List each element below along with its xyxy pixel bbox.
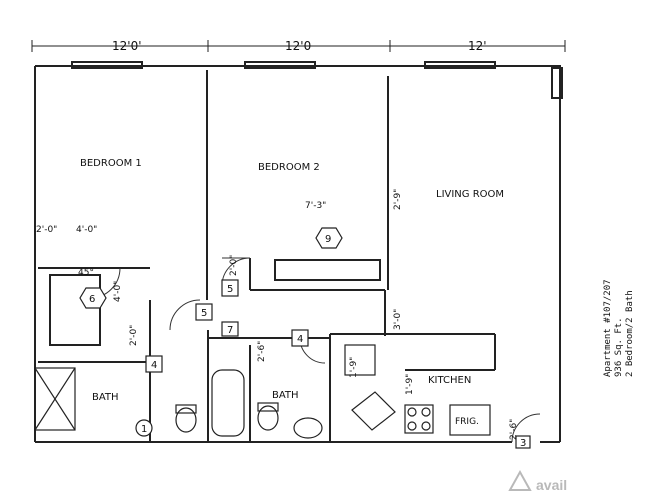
avail-logo-icon	[508, 469, 532, 491]
sink-icon	[293, 417, 323, 439]
bathtub-icon	[211, 369, 245, 437]
dimension-label: 2'-0"	[129, 325, 139, 346]
dimension-label: 1'-9"	[349, 357, 359, 378]
stove-icon	[404, 404, 434, 434]
square-footage: 936 Sq. Ft.	[614, 317, 624, 377]
dimension-label: 2'-9"	[393, 189, 403, 210]
fridge-label: FRIG.	[455, 417, 479, 427]
dimension-label: 1'-9"	[405, 374, 415, 395]
interior-walls	[38, 70, 496, 442]
dimension-label: 4'-0"	[113, 281, 123, 302]
dimension-line	[31, 40, 566, 52]
dimension-label: 3'-0"	[393, 309, 403, 330]
watermark: avail	[496, 464, 646, 500]
watermark-text: avail	[536, 477, 567, 493]
callout-tag: 6	[89, 294, 95, 305]
fixtures	[34, 344, 491, 439]
cabinet-icon	[344, 344, 376, 376]
sink-icon	[351, 391, 396, 431]
dimension-label: 4'-0"	[76, 225, 97, 235]
dimension-label: 7'-3"	[305, 201, 326, 211]
callout-tag: 9	[325, 234, 331, 245]
callout-tags	[79, 227, 531, 449]
callout-tag: 1	[141, 424, 147, 435]
bed-bath-count: 2 Bedroom/2 Bath	[625, 290, 635, 377]
room-label-bedroom-1: BEDROOM 1	[80, 158, 142, 169]
fridge-icon	[449, 404, 491, 436]
dimension-label: 2'-6"	[509, 419, 519, 440]
room-label-bath: BATH	[92, 392, 119, 403]
dimension-label: 12'	[468, 39, 487, 53]
callout-tag: 3	[520, 438, 526, 449]
room-label-living-room: LIVING ROOM	[436, 189, 504, 200]
toilet-icon	[175, 407, 197, 433]
apartment-number: Apartment #107/207	[603, 279, 613, 377]
dimension-label: 2'-0"	[229, 255, 239, 276]
callout-tag: 7	[227, 325, 233, 336]
door-swings	[89, 257, 541, 443]
dimension-label: 2'-6"	[257, 341, 267, 362]
callout-tag: 4	[297, 334, 303, 345]
dimension-label: 12'0	[285, 39, 311, 53]
callout-tag: 5	[201, 308, 207, 319]
apartment-info: Apartment #107/207 936 Sq. Ft. 2 Bedroom…	[603, 279, 635, 377]
room-label-bath: BATH	[272, 390, 299, 401]
room-label-bedroom-2: BEDROOM 2	[258, 162, 320, 173]
room-label-kitchen: KITCHEN	[428, 375, 471, 386]
callout-tag: 5	[227, 284, 233, 295]
angle-label: 45°	[78, 268, 94, 278]
callout-tag: 4	[151, 360, 157, 371]
dimension-label: 2'-0"	[36, 225, 57, 235]
outer-walls	[34, 61, 563, 443]
toilet-icon	[257, 405, 279, 431]
shower-icon	[34, 367, 76, 431]
dimension-label: 12'0'	[112, 39, 142, 53]
